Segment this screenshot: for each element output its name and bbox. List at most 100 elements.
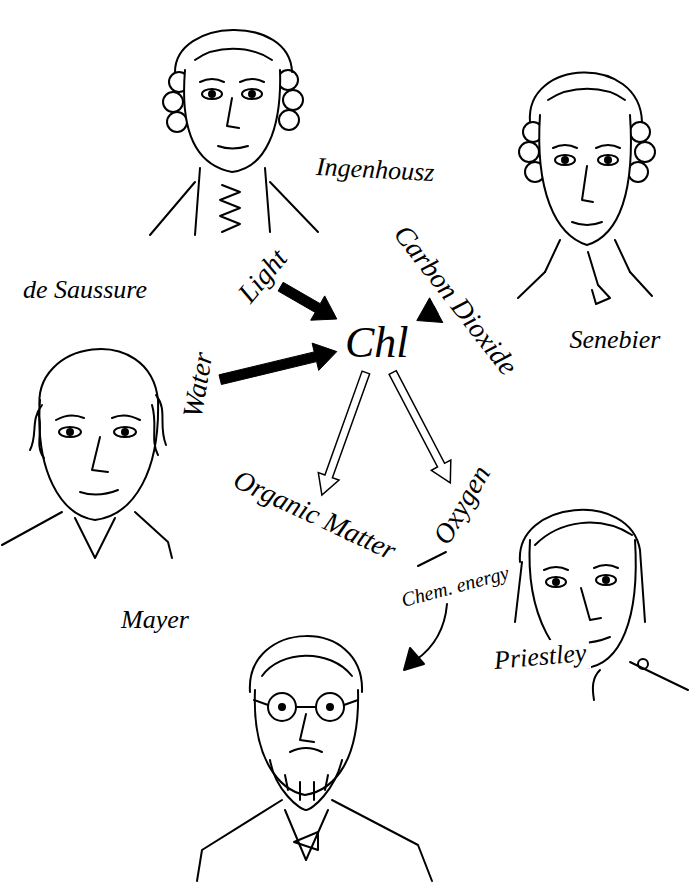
priestley-portrait-stroke (596, 575, 616, 585)
senebier-portrait-stroke (548, 89, 625, 100)
senebier-portrait-stroke (615, 240, 630, 272)
de-saussure-portrait-stroke (92, 437, 108, 472)
ingenhousz-portrait-stroke (184, 70, 280, 172)
leader-lines-stroke (418, 552, 446, 566)
priestley-portrait-stroke (553, 579, 559, 585)
senebier-portrait-stroke (545, 240, 560, 272)
priestley-portrait-stroke (581, 588, 601, 620)
leader-lines-stroke (404, 648, 424, 670)
ingenhousz-portrait-stroke (270, 182, 318, 232)
senebier-portrait-stroke (530, 72, 642, 122)
senebier-portrait-stroke (519, 142, 539, 162)
ingenhousz-portrait-stroke (218, 146, 248, 149)
ingenhousz-portrait-stroke (209, 91, 215, 97)
senebier-portrait-stroke (635, 142, 655, 162)
center-node: Chl (340, 315, 414, 370)
mayer-portrait-stroke (285, 810, 328, 860)
leader-lines-stroke (416, 604, 447, 660)
node-text: Water (177, 350, 219, 420)
priestley-portrait-stroke (544, 567, 568, 570)
input-arrow (278, 282, 337, 320)
ingenhousz-portrait-stroke (167, 112, 187, 132)
ingenhousz-portrait-stroke (195, 49, 272, 60)
mayer-portrait-stroke (290, 748, 322, 752)
senebier-portrait-stroke (539, 115, 631, 245)
mayer-portrait-stroke (327, 704, 333, 710)
de-saussure-portrait-stroke (114, 427, 136, 437)
senebier-portrait-stroke (553, 145, 577, 148)
energy-label: Chem. energy (395, 559, 516, 614)
de-saussure-portrait-stroke (112, 415, 140, 420)
de-saussure-portrait-stroke (75, 518, 115, 558)
de-saussure-portrait-stroke (30, 405, 44, 458)
ingenhousz-portrait-stroke (150, 182, 195, 235)
output-arrow (389, 371, 451, 483)
scientist-name: Mayer (117, 604, 193, 636)
senebier-portrait (518, 72, 655, 304)
senebier-portrait-stroke (630, 272, 652, 296)
priestley-portrait-stroke (535, 523, 632, 545)
priestley-portrait-stroke (546, 577, 566, 587)
senebier-portrait-stroke (572, 222, 602, 225)
priestley-portrait-stroke (594, 565, 618, 568)
mayer-portrait-stroke (197, 800, 282, 881)
mayer-portrait-stroke (285, 775, 328, 800)
senebier-portrait-stroke (582, 166, 593, 202)
priestley-portrait-stroke (515, 562, 522, 622)
ingenhousz-portrait-stroke (175, 30, 292, 72)
input-word: Light (226, 238, 298, 314)
senebier-portrait-stroke (598, 155, 618, 165)
ingenhousz-portrait-stroke (265, 168, 270, 232)
mayer-portrait-stroke (300, 714, 314, 742)
mayer-portrait-stroke (294, 832, 318, 850)
scientist-name: Priestley (489, 637, 592, 678)
ingenhousz-portrait-stroke (242, 89, 262, 99)
mayer-portrait-stroke (250, 636, 362, 692)
ingenhousz-portrait-stroke (202, 89, 222, 99)
mayer-portrait-stroke (279, 704, 285, 710)
ingenhousz-portrait (150, 30, 318, 235)
ingenhousz-portrait-stroke (220, 185, 240, 232)
de-saussure-portrait-stroke (67, 429, 73, 435)
senebier-portrait-stroke (596, 145, 620, 148)
ingenhousz-portrait-stroke (200, 79, 224, 82)
senebier-portrait-stroke (630, 122, 650, 142)
mayer-portrait (197, 636, 432, 881)
priestley-portrait-stroke (593, 670, 600, 700)
mayer-portrait-stroke (270, 760, 342, 810)
priestley-portrait-stroke (638, 659, 648, 669)
priestley-portrait-stroke (603, 577, 609, 583)
de-saussure-portrait-stroke (56, 415, 84, 420)
senebier-portrait-stroke (555, 155, 575, 165)
product-word: Organic Matter (223, 459, 406, 570)
mayer-portrait-stroke (268, 693, 296, 721)
ingenhousz-portrait-stroke (279, 110, 299, 130)
input-arrow (219, 343, 337, 384)
node-text: Chl (345, 319, 409, 367)
senebier-portrait-stroke (588, 252, 610, 304)
input-word: Water (174, 345, 223, 426)
ingenhousz-portrait-stroke (227, 98, 239, 128)
scientist-name: Senebier (566, 324, 665, 356)
de-saussure-portrait-stroke (2, 512, 62, 545)
de-saussure-portrait-stroke (135, 512, 172, 558)
de-saussure-portrait-stroke (122, 429, 128, 435)
de-saussure-portrait-stroke (39, 400, 158, 520)
senebier-portrait-stroke (562, 157, 568, 163)
scientist-name: Ingenhousz (311, 151, 439, 190)
de-saussure-portrait-stroke (152, 395, 166, 455)
output-arrow (318, 371, 369, 495)
senebier-portrait-stroke (605, 157, 611, 163)
ingenhousz-portrait-stroke (249, 91, 255, 97)
de-saussure-portrait-stroke (80, 490, 118, 495)
mayer-portrait-stroke (316, 693, 344, 721)
node-text: Light (232, 244, 294, 309)
senebier-portrait-stroke (518, 272, 545, 298)
scientist-name: de Saussure (19, 274, 151, 306)
ingenhousz-portrait-stroke (283, 90, 303, 110)
mayer-portrait-stroke (255, 690, 358, 795)
node-text: Organic Matter (229, 464, 401, 566)
de-saussure-portrait (2, 349, 172, 558)
mayer-portrait-stroke (332, 800, 432, 881)
